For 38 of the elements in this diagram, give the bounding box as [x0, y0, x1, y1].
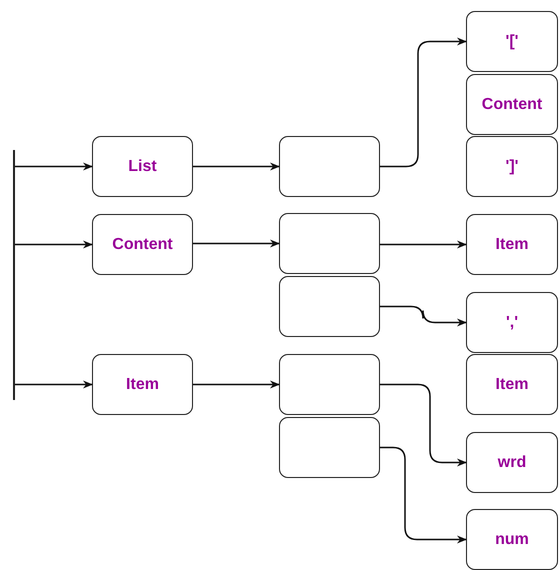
node-label: wrd	[498, 454, 526, 472]
node-label: List	[128, 158, 157, 176]
node-label: num	[495, 530, 529, 548]
node-label: Content	[482, 96, 542, 114]
arrow	[380, 306, 467, 326]
rounded-box	[92, 354, 193, 415]
arrow	[15, 380, 93, 388]
arrow	[380, 38, 467, 168]
rounded-box	[466, 354, 558, 415]
node-label: ','	[506, 314, 518, 332]
rounded-box	[466, 74, 558, 135]
arrow	[15, 240, 93, 248]
node-label: Content	[112, 236, 173, 254]
rounded-box	[466, 136, 558, 197]
rounded-box	[92, 136, 193, 197]
empty-box	[279, 354, 380, 415]
node-label: '['	[506, 32, 518, 50]
arrow	[193, 380, 280, 388]
empty-box	[279, 136, 380, 197]
arrow	[380, 240, 467, 248]
rounded-box	[466, 11, 558, 72]
rounded-box	[466, 292, 558, 353]
empty-box	[279, 276, 380, 337]
node-label: ']'	[506, 158, 518, 176]
rounded-box	[466, 509, 558, 570]
node-label: Item	[496, 376, 528, 394]
arrow	[380, 446, 467, 544]
node-label: Item	[496, 236, 528, 254]
arrow	[193, 162, 280, 170]
rounded-box	[92, 214, 193, 275]
empty-box	[279, 213, 380, 274]
empty-box	[279, 417, 380, 478]
arrow	[193, 240, 280, 248]
arrow	[380, 384, 467, 466]
node-label: Item	[126, 376, 159, 394]
rounded-box	[466, 432, 558, 493]
arrow	[15, 162, 93, 170]
rounded-box	[466, 214, 558, 275]
